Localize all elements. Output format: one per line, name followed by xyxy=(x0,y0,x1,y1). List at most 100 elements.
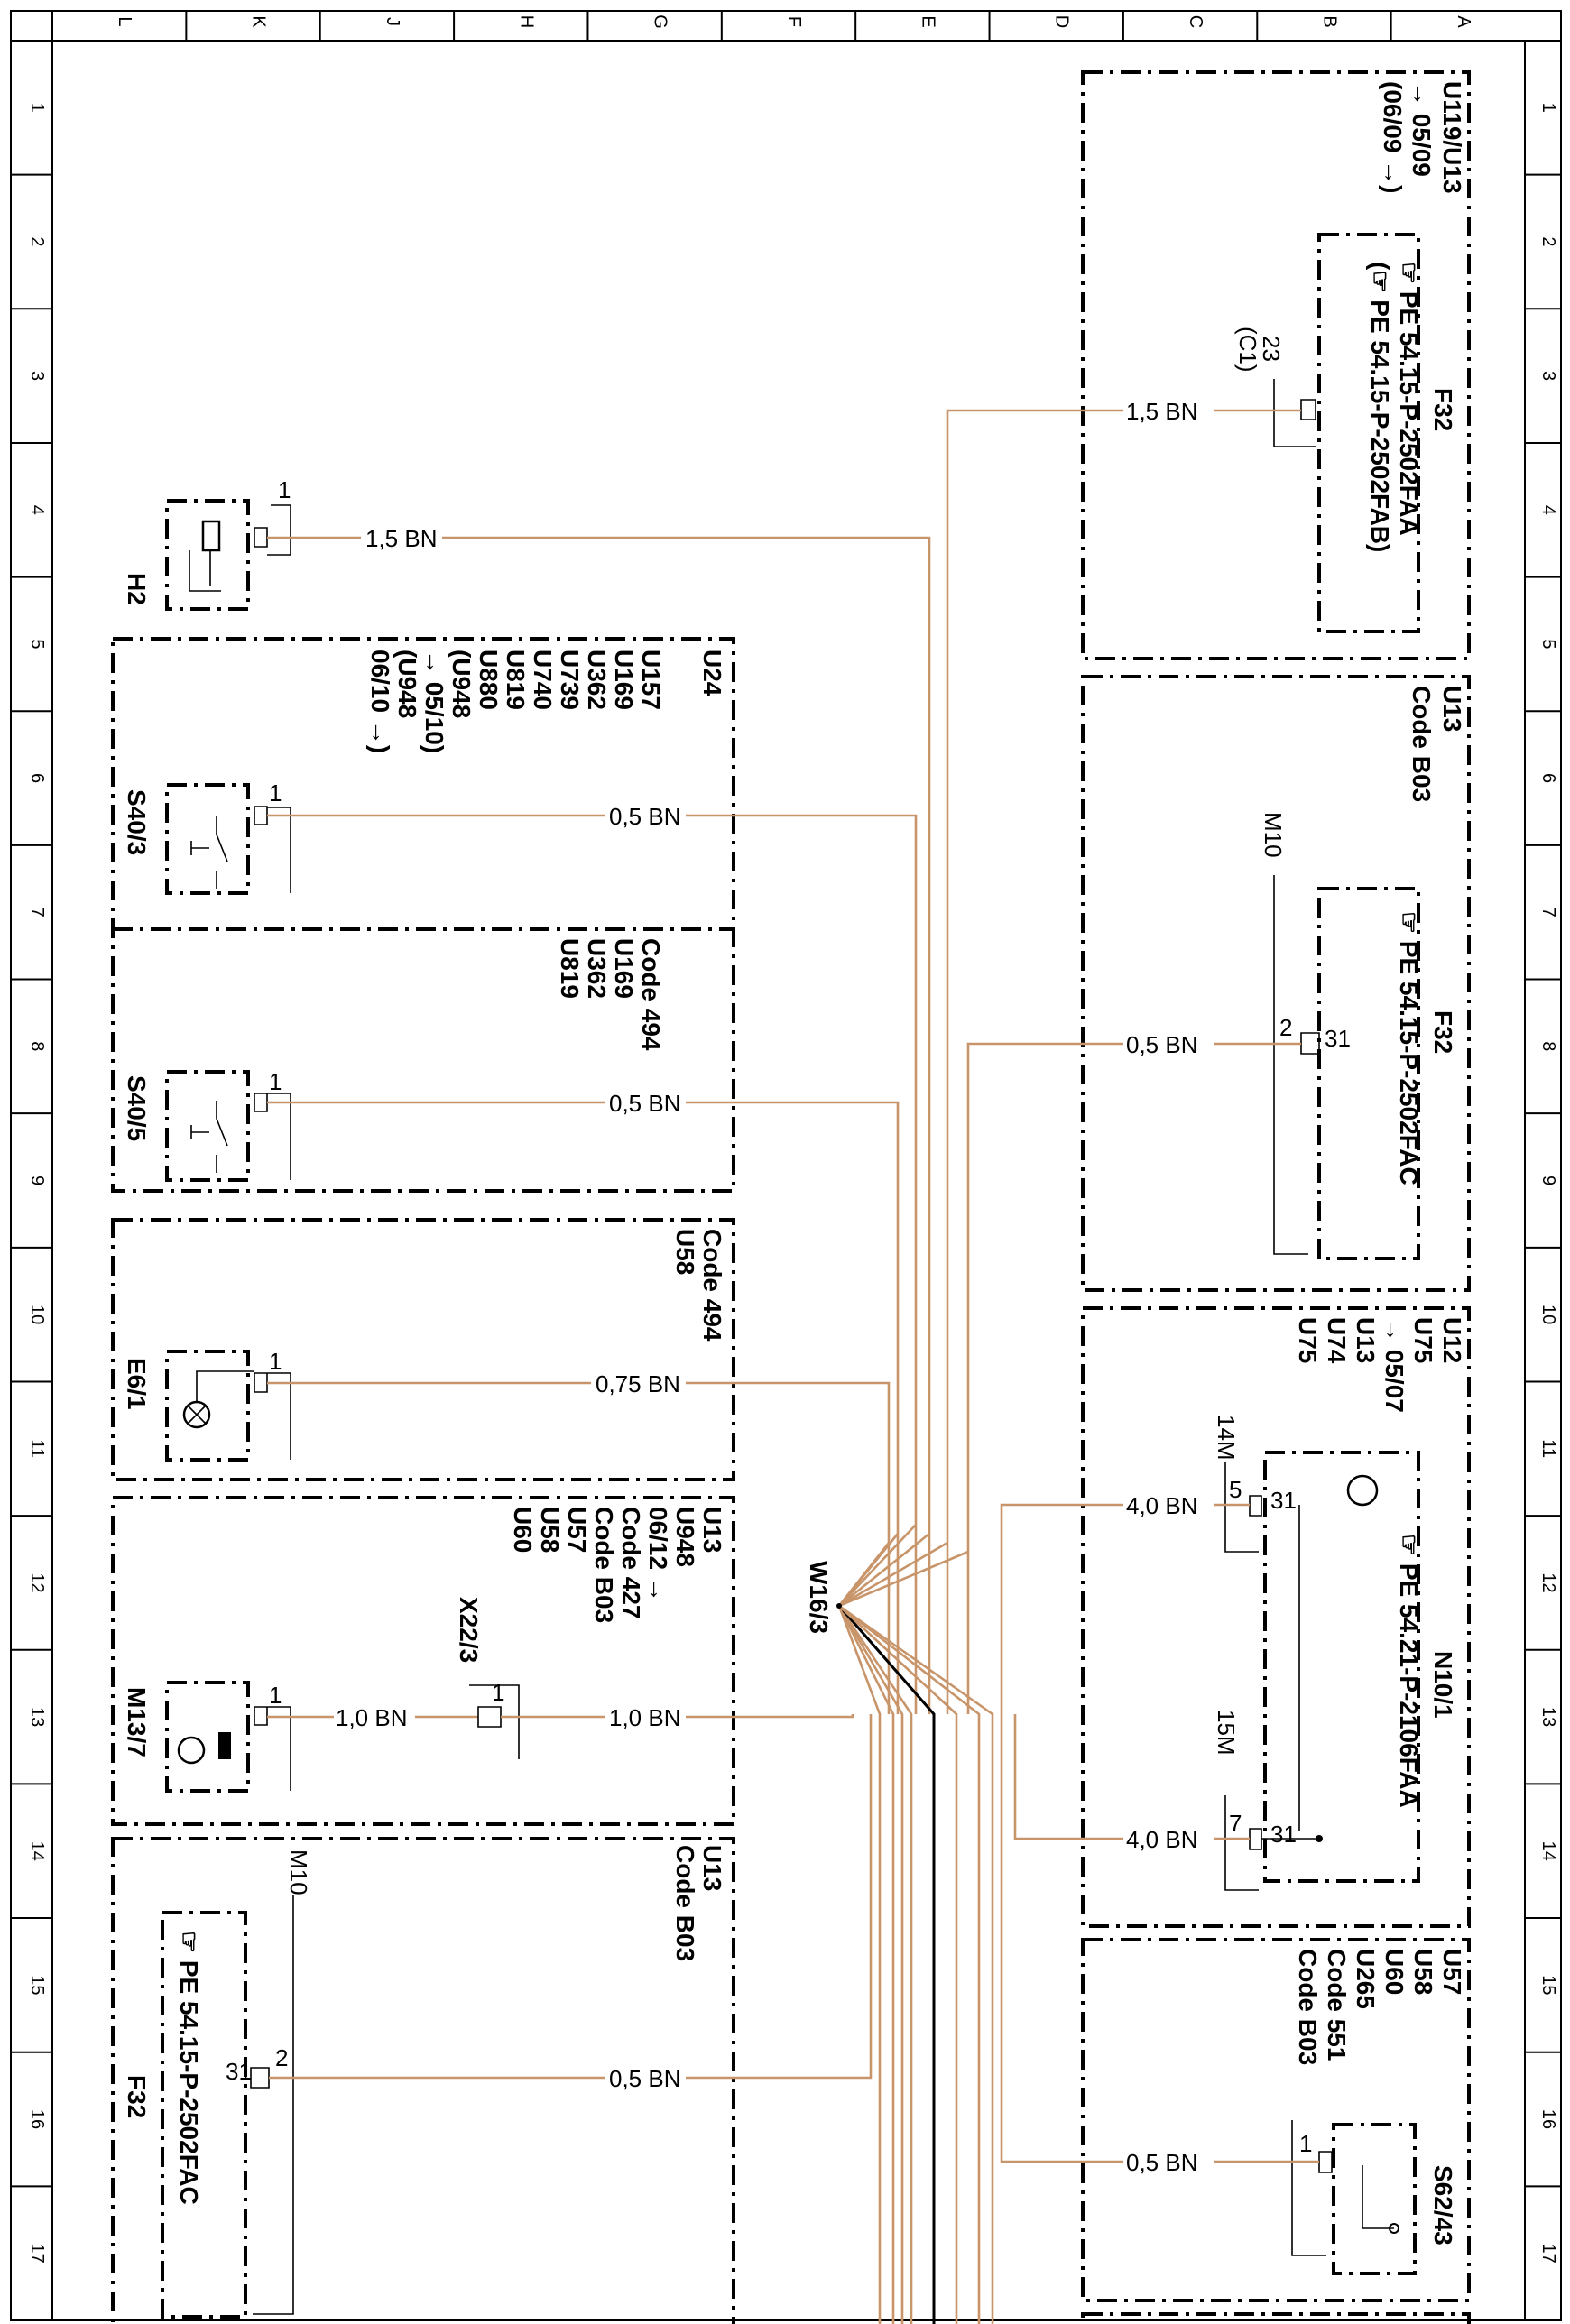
u12-pin-a: 5 xyxy=(1229,1476,1242,1503)
grid-row-label-right: 2 xyxy=(1538,236,1558,246)
u13bot-ref: ☞ PE 54.15-P-2502FAC xyxy=(175,1931,203,2205)
block-u12 xyxy=(1081,1306,1471,1928)
u119-wire-label: 1,5 BN xyxy=(1126,398,1198,425)
pump-icon xyxy=(1346,1474,1379,1507)
u13-top-wire-label: 0,5 BN xyxy=(1126,1031,1198,1058)
u24-code-10: → 05/10) xyxy=(420,650,448,753)
u13mid-connector: X22/3 xyxy=(455,1597,483,1663)
u13-top-conn: M10 xyxy=(1260,812,1287,858)
grid-row-label-left: 5 xyxy=(27,639,47,649)
c494b-pin: 1 xyxy=(269,1348,282,1375)
u119-code-1: U119/U13 xyxy=(1438,81,1466,194)
u12-pin-a-b: 31 xyxy=(1270,1487,1297,1514)
u24-code-11: (U948 xyxy=(393,650,421,718)
u119-pin-bracket xyxy=(1273,379,1316,447)
grid-row-label-left: 11 xyxy=(27,1439,47,1458)
grid-row-label-right: 13 xyxy=(1538,1707,1558,1727)
u13mid-wire-a-label: 1,0 BN xyxy=(336,1704,408,1731)
harness-label: W16/3 xyxy=(805,1561,833,1634)
grid-col-label: E xyxy=(918,15,937,27)
grid-row-label-left: 4 xyxy=(27,505,47,515)
u24-code-2: U157 xyxy=(637,650,665,710)
u12-code-1: U12 xyxy=(1438,1317,1466,1363)
grid-row-label-left: 6 xyxy=(27,773,47,783)
grid-row-label-left: 12 xyxy=(27,1572,47,1592)
grid-row-label-right: 16 xyxy=(1538,2109,1558,2129)
grid-row-label-right: 7 xyxy=(1538,908,1558,918)
u13-top-code-1: U13 xyxy=(1438,686,1466,732)
grid-col-label: A xyxy=(1454,15,1473,28)
u24-code-8: U880 xyxy=(475,650,503,710)
u13bot-pin-b: 31 xyxy=(226,2058,252,2085)
grid-row-label-right: 6 xyxy=(1538,773,1558,783)
u13-top-component: F32 xyxy=(1429,1010,1457,1054)
grid-row-label-left: 2 xyxy=(27,236,47,246)
block-u24 xyxy=(111,637,735,1193)
m13-7-dashed xyxy=(165,1681,250,1793)
u119-ref-1: ☞ PE 54.15-P-2502FAA xyxy=(1395,262,1423,536)
grid-row-label-left: 7 xyxy=(27,908,47,918)
grid-col-label: D xyxy=(1052,15,1072,28)
u13-top-pin: 2 xyxy=(1279,1014,1292,1041)
u12-wire-b-label: 4,0 BN xyxy=(1126,1826,1198,1853)
u119-code-2: → 05/09 xyxy=(1408,81,1436,177)
u12-code-3: → 05/07 xyxy=(1381,1317,1408,1413)
u13-top-pin-b: 31 xyxy=(1325,1025,1351,1052)
u13mid-code-1: U13 xyxy=(698,1507,726,1553)
u24-wire-label: 0,5 BN xyxy=(609,803,681,830)
u13mid-code-5: Code B03 xyxy=(590,1507,618,1623)
c494-wire-label: 0,5 BN xyxy=(609,1090,681,1117)
grid-col-label: B xyxy=(1319,15,1339,27)
u12-pin-b-b: 31 xyxy=(1270,1821,1297,1848)
motor-icon xyxy=(177,1736,206,1765)
grid-row-label-right: 1 xyxy=(1538,103,1558,113)
e6-1-dashed xyxy=(165,1350,250,1462)
u57-code-2: U58 xyxy=(1409,1949,1437,1995)
u24-code-7: U819 xyxy=(502,650,530,710)
grid-row-label-right: 10 xyxy=(1538,1305,1558,1324)
c494-code-4: U819 xyxy=(556,938,584,999)
u24-code-6: U740 xyxy=(529,650,557,710)
c494b-component: E6/1 xyxy=(123,1358,151,1410)
grid-row-label-right: 4 xyxy=(1538,505,1558,515)
block-u119 xyxy=(1081,70,1471,660)
grid-row-label-right: 15 xyxy=(1538,1975,1558,1995)
u12-code-6: U75 xyxy=(1294,1317,1322,1363)
c494-code-3: U362 xyxy=(583,938,611,999)
u24-component: S40/3 xyxy=(123,789,151,855)
grid-row-label-left: 16 xyxy=(27,2109,47,2129)
u24-code-4: U362 xyxy=(583,650,611,710)
u13mid-code-8: U60 xyxy=(509,1507,537,1553)
u119-pin: 23 xyxy=(1258,336,1285,362)
u12-component: N10/1 xyxy=(1429,1651,1457,1719)
u13mid-wire-b-label: 1,0 BN xyxy=(609,1704,681,1731)
block-u57 xyxy=(1081,1938,1471,2302)
u12-ref: ☞ PE 54.21-P-2106FAA xyxy=(1395,1534,1423,1808)
block-u13-top xyxy=(1081,675,1471,1292)
n10-dashed xyxy=(1263,1451,1420,1883)
grid-col-label: J xyxy=(383,17,402,26)
grid-col-label: H xyxy=(516,15,536,28)
c494-code-1: Code 494 xyxy=(637,938,665,1051)
grid-col-label: C xyxy=(1186,15,1205,28)
s62-dashed xyxy=(1332,2123,1417,2275)
u57-code-3: U60 xyxy=(1381,1949,1408,1995)
f32-mid-dashed xyxy=(1317,887,1420,1260)
u13mid-code-6: U57 xyxy=(563,1507,591,1553)
u57-code-4: U265 xyxy=(1352,1949,1380,2009)
grid-row-label-left: 15 xyxy=(27,1975,47,1995)
u12-wire-a-label: 4,0 BN xyxy=(1126,1492,1198,1519)
u13bot-wire-label: 0,5 BN xyxy=(609,2065,681,2092)
u24-code-3: U169 xyxy=(610,650,638,710)
grid-row-label-left: 17 xyxy=(27,2244,47,2264)
u13mid-code-7: U58 xyxy=(536,1507,564,1553)
u24-code-9: (U948 xyxy=(448,650,476,718)
u57-wire-label: 0,5 BN xyxy=(1126,2149,1198,2176)
grid-row-label-right: 11 xyxy=(1538,1439,1558,1458)
u12-conn-b: 15M xyxy=(1213,1710,1240,1756)
u13mid-component: M13/7 xyxy=(123,1687,151,1757)
c494b-wire-label: 0,75 BN xyxy=(596,1370,680,1397)
s40-5-switch-icon xyxy=(190,1101,228,1173)
diagram-inner-frame xyxy=(51,40,1526,2321)
